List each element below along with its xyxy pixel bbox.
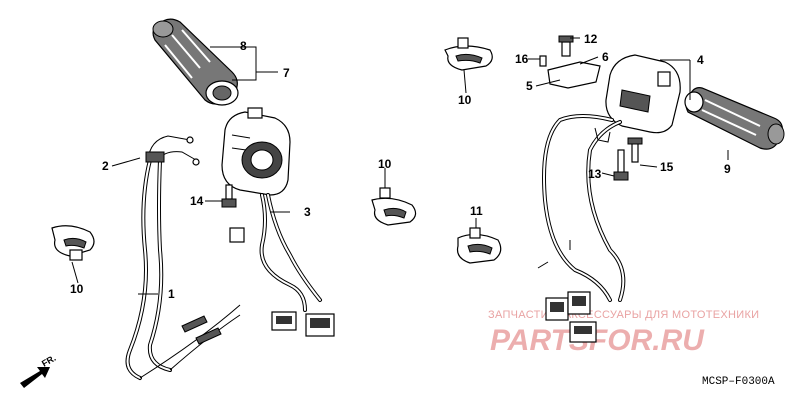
part-label-14: 14 — [190, 194, 204, 208]
part-label-10-left: 10 — [70, 282, 84, 296]
part-label-11: 11 — [470, 204, 483, 218]
part-label-10-middle: 10 — [378, 157, 392, 171]
part-label-7: 7 — [283, 66, 290, 80]
front-direction-arrow: FR. — [20, 353, 58, 388]
throttle-cables — [125, 135, 241, 380]
clamp-10-right — [444, 37, 493, 71]
part-labels: 8 7 2 14 3 1 10 10 11 10 12 16 5 6 4 9 1… — [70, 32, 731, 301]
clamp-10-middle — [371, 187, 417, 226]
watermark-tagline: ЗАПЧАСТИ И АКСЕССУАРЫ ДЛЯ МОТОТЕХНИКИ — [488, 309, 759, 321]
clamp-11 — [456, 227, 502, 264]
leader-lines — [71, 37, 729, 295]
part-label-5: 5 — [526, 79, 533, 93]
part-label-15: 15 — [660, 160, 674, 174]
part-label-2: 2 — [102, 159, 109, 173]
part-label-16: 16 — [515, 52, 529, 66]
part-label-13: 13 — [588, 167, 602, 181]
part-label-9: 9 — [724, 162, 731, 176]
left-switch-housing — [221, 107, 335, 337]
part-label-1: 1 — [168, 287, 175, 301]
left-grip — [152, 18, 239, 106]
diagram-code: MCSP–F0300A — [702, 376, 775, 388]
part-label-6: 6 — [602, 50, 609, 64]
part-label-12: 12 — [584, 32, 598, 46]
part-label-10-right: 10 — [458, 93, 472, 107]
direction-label: FR. — [40, 353, 58, 369]
watermark: ЗАПЧАСТИ И АКСЕССУАРЫ ДЛЯ МОТОТЕХНИКИ PA… — [488, 309, 759, 357]
clamp-10-left — [51, 225, 95, 261]
part-label-8: 8 — [240, 39, 247, 53]
watermark-brand: PARTSFOR.RU — [490, 324, 705, 357]
part-label-4: 4 — [697, 53, 704, 67]
part-label-3: 3 — [304, 205, 311, 219]
right-grip — [684, 87, 785, 150]
bolt-14 — [221, 184, 237, 208]
right-switch-housing — [539, 35, 681, 343]
